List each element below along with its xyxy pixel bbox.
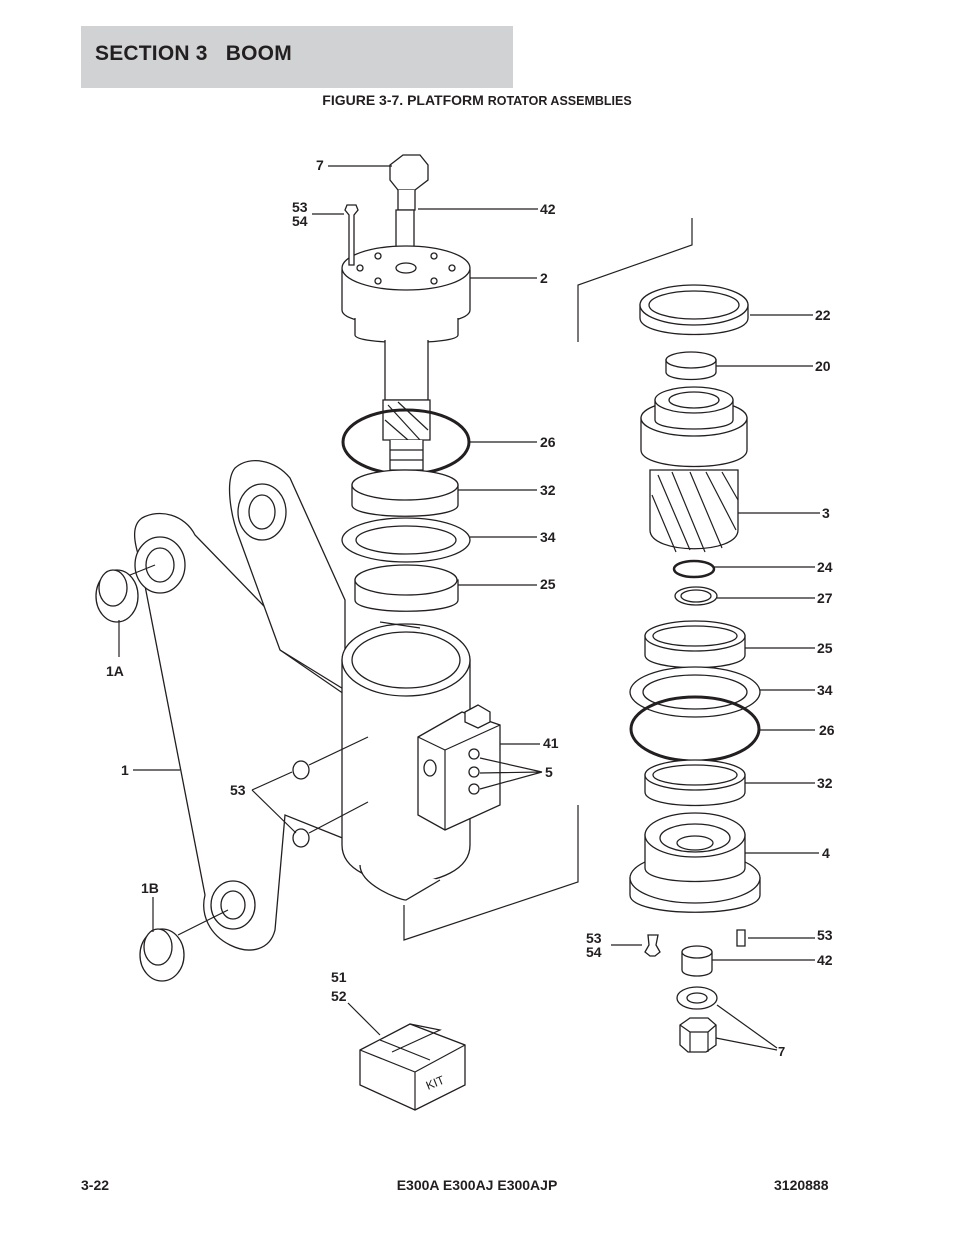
callout-34-right: 34	[817, 682, 833, 698]
screw-53-54-bottom	[644, 934, 661, 957]
callout-20: 20	[815, 358, 831, 374]
callout-22: 22	[815, 307, 831, 323]
shaft-assembly-2	[341, 154, 471, 471]
callout-32-right: 32	[817, 775, 833, 791]
washer-7-bottom	[676, 986, 718, 1010]
rotator-housing	[341, 621, 471, 901]
seal-25-right	[644, 620, 746, 669]
screw-53-54-top	[344, 204, 359, 266]
backup-ring-27	[674, 586, 718, 606]
callout-41: 41	[543, 735, 559, 751]
callout-53-bottom-right: 53	[817, 927, 833, 943]
callout-24: 24	[817, 559, 833, 575]
callout-2: 2	[540, 270, 548, 286]
callout-52: 52	[331, 988, 347, 1004]
callout-4: 4	[822, 845, 830, 861]
bearing-32-left	[351, 469, 459, 517]
callout-5: 5	[545, 764, 553, 780]
callout-25-right: 25	[817, 640, 833, 656]
valve-block-41	[417, 704, 501, 831]
section-header-box: SECTION 3 BOOM	[81, 26, 513, 88]
callout-7-top: 7	[316, 157, 324, 173]
callout-26-left: 26	[540, 434, 556, 450]
callout-25-left: 25	[540, 576, 556, 592]
callout-42-bottom-right: 42	[817, 952, 833, 968]
figure-title-rest: ROTATOR ASSEMBLIES	[487, 94, 632, 108]
bearing-32-right	[644, 759, 746, 807]
bushing-1b	[139, 909, 229, 982]
callout-1a: 1A	[106, 663, 124, 679]
washer-34-left	[341, 517, 471, 563]
washer-34-right	[629, 666, 761, 718]
perspective-bracket-bottom	[403, 805, 579, 941]
callout-54-bottom-left: 54	[586, 944, 602, 960]
section-title: SECTION 3 BOOM	[95, 42, 292, 65]
callout-51: 51	[331, 969, 347, 985]
callout-34-left: 34	[540, 529, 556, 545]
gear-piston-3	[640, 386, 748, 553]
seal-22	[639, 284, 749, 336]
figure-title: FIGURE 3-7. PLATFORM ROTATOR ASSEMBLIES	[0, 92, 954, 108]
kit-label: KIT	[424, 1073, 447, 1093]
callout-32-left: 32	[540, 482, 556, 498]
footer-doc-number: 3120888	[774, 1177, 829, 1193]
pin-53-bottom	[736, 929, 746, 947]
callout-54-top: 54	[292, 213, 308, 229]
bushing-1a	[95, 564, 156, 623]
callout-7-bottom: 7	[778, 1044, 785, 1059]
nut-7-bottom	[679, 1017, 717, 1053]
wear-ring-20	[665, 351, 717, 381]
o-ring-24	[672, 559, 716, 579]
callout-53-top: 53	[292, 199, 308, 215]
perspective-bracket-top	[577, 218, 693, 342]
callout-53-mid: 53	[230, 782, 246, 798]
callout-27: 27	[817, 590, 833, 606]
callout-53-bottom-left: 53	[586, 930, 602, 946]
kit-box	[359, 1023, 466, 1111]
callout-1: 1	[121, 762, 129, 778]
mounting-bracket	[133, 460, 380, 951]
callout-26-right: 26	[819, 722, 835, 738]
footer-models: E300A E300AJ E300AJP	[396, 1177, 558, 1193]
seal-25-left	[354, 564, 459, 612]
callout-42-top: 42	[540, 201, 556, 217]
fittings-53-left	[292, 736, 369, 848]
leader-lines	[118, 165, 820, 1051]
callout-1b: 1B	[141, 880, 159, 896]
footer-page-number: 3-22	[81, 1177, 110, 1193]
figure-title-main: FIGURE 3-7. PLATFORM	[322, 92, 488, 108]
end-cap-4	[629, 812, 761, 913]
callout-3: 3	[822, 505, 830, 521]
bushing-42-bottom	[681, 945, 713, 977]
